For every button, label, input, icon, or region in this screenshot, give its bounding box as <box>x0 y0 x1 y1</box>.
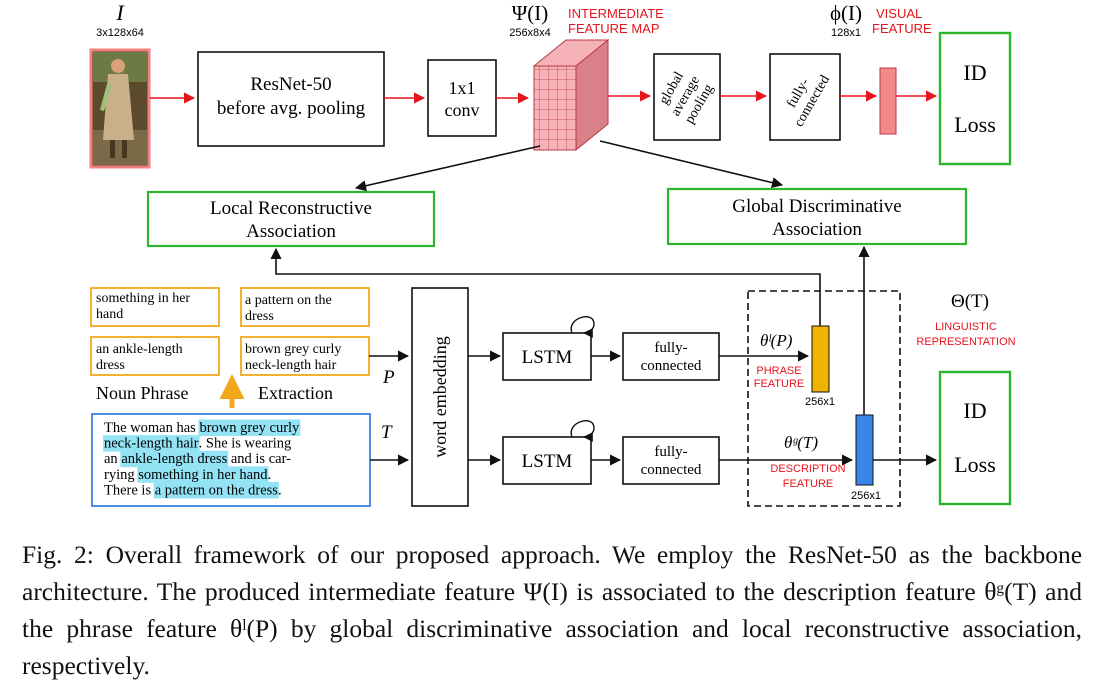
description-feature-dims: 256x1 <box>851 490 881 502</box>
phrase-highlight <box>120 450 229 468</box>
phrase-highlight <box>198 419 301 436</box>
svg-text:neck-length hair: neck-length hair <box>245 358 337 373</box>
lstm-description-label: LSTM <box>522 451 573 472</box>
linguistic-representation-box <box>747 290 901 507</box>
arrow-phrase-to-local <box>270 247 821 326</box>
psi-symbol: Ψ(I) <box>512 1 548 25</box>
psi-dims: 256x8x4 <box>509 27 551 39</box>
visual-label-line2: FEATURE <box>872 21 932 36</box>
description-segment: and is car- <box>227 451 291 467</box>
linguistic-label-line2: REPRESENTATION <box>916 336 1015 348</box>
arrow-featuremap-to-global <box>599 140 784 189</box>
id-loss-top-line2: Loss <box>954 112 996 137</box>
phrase-box: a pattern on the dress <box>240 287 370 327</box>
resnet-box <box>197 51 385 147</box>
fc-description-line1: fully- <box>654 444 687 460</box>
pedestrian-image <box>89 48 151 169</box>
framework-diagram: I 3x128x64 ResNet-50 before avg. pooling… <box>89 0 1016 507</box>
id-loss-bottom-box <box>938 370 1012 506</box>
phrase-box: brown grey curly neck-length hair <box>240 336 370 376</box>
id-loss-top-line1: ID <box>963 60 986 85</box>
svg-text:dress: dress <box>245 309 274 324</box>
description-segment: There is <box>104 482 155 498</box>
caption-label: Fig. 2: <box>22 540 94 569</box>
linguistic-label-line1: LINGUISTIC <box>935 321 997 333</box>
visual-feature-bar <box>879 67 897 135</box>
highlighted-phrase: a pattern on the dress <box>155 482 279 498</box>
highlighted-phrase: brown grey curly <box>199 420 300 436</box>
input-symbol: I <box>115 0 125 25</box>
svg-text:something in her: something in her <box>96 291 190 306</box>
conv-label-line1: 1x1 <box>449 78 476 98</box>
phi-symbol: ϕ(I) <box>830 1 862 25</box>
fc-description-line2: connected <box>641 462 702 478</box>
description-feature-bar <box>855 414 874 486</box>
intermediate-label-line2: FEATURE MAP <box>568 21 660 36</box>
highlighted-phrase: something in her hand <box>138 467 268 483</box>
word-embedding-box <box>411 287 469 507</box>
phrase-highlight <box>153 481 279 499</box>
intermediate-label-line1: INTERMEDIATE <box>568 6 664 21</box>
conv-box <box>427 59 497 137</box>
local-association-box <box>146 190 436 248</box>
global-association-line1: Global Discriminative <box>732 196 901 217</box>
phrase-box: something in her hand <box>90 287 220 327</box>
global-association-line2: Association <box>772 219 862 240</box>
phrase-box: an ankle-length dress <box>90 336 220 376</box>
phrase-highlight <box>103 435 200 452</box>
description-segment: The woman has <box>104 420 199 436</box>
description-feature-line2: FEATURE <box>783 478 834 490</box>
description-segment: an <box>104 451 121 467</box>
description-segment: . <box>268 467 272 483</box>
extraction-label: Extraction <box>258 383 333 403</box>
theta-g-symbol: θᵍ(T) <box>784 433 818 452</box>
local-association-line2: Association <box>246 221 336 242</box>
resnet-label-line2: before avg. pooling <box>217 98 366 119</box>
description-segment: . She is wearing <box>199 436 292 452</box>
fc-phrase-line2: connected <box>641 358 702 374</box>
local-association-line1: Local Reconstructive <box>210 198 372 219</box>
id-loss-top-box <box>938 31 1012 166</box>
intermediate-feature-map <box>532 38 610 152</box>
noun-phrase-label: Noun Phrase <box>96 383 189 403</box>
conv-label-line2: conv <box>445 100 480 120</box>
description-segment: . <box>278 482 282 498</box>
phi-dims: 128x1 <box>831 27 861 39</box>
highlighted-phrase: ankle-length dress <box>121 451 227 467</box>
svg-text:dress: dress <box>96 358 125 373</box>
visual-label-line1: VISUAL <box>876 6 922 21</box>
description-segment: rying <box>104 467 138 483</box>
fc-phrase-line1: fully- <box>654 340 687 356</box>
theta-l-symbol: θˡ(P) <box>760 331 793 350</box>
description-text: The woman has brown grey curlyneck-lengt… <box>103 419 301 499</box>
phrase-feature-bar <box>811 325 830 393</box>
t-label: T <box>381 422 393 443</box>
lstm-phrase-label: LSTM <box>522 347 573 368</box>
lstm-description-loop <box>570 420 595 442</box>
highlighted-phrase: neck-length hair <box>104 436 199 452</box>
phrase-feature-line2: FEATURE <box>754 378 805 390</box>
arrow-featuremap-to-local <box>354 145 541 192</box>
phrase-feature-line1: PHRASE <box>756 365 801 377</box>
global-association-box <box>666 187 968 246</box>
description-feature-line1: DESCRIPTION <box>770 463 845 475</box>
caption-text: Overall framework of our proposed approa… <box>22 540 1083 680</box>
svg-text:an ankle-length: an ankle-length <box>96 342 183 357</box>
resnet-label-line1: ResNet-50 <box>250 74 331 95</box>
input-dims: 3x128x64 <box>96 27 144 39</box>
theta-t-symbol: Θ(T) <box>951 291 989 312</box>
phrase-highlight <box>137 466 269 483</box>
svg-text:a pattern on the: a pattern on the <box>245 293 332 308</box>
svg-text:brown grey curly: brown grey curly <box>245 342 341 357</box>
lstm-phrase-loop <box>570 316 595 338</box>
figure-caption: Fig. 2: Overall framework of our propose… <box>22 536 1082 684</box>
fc-top-box <box>769 53 841 141</box>
phrase-feature-dims: 256x1 <box>805 396 835 408</box>
id-loss-bottom-line1: ID <box>963 398 986 423</box>
p-label: P <box>382 367 395 388</box>
id-loss-bottom-line2: Loss <box>954 452 996 477</box>
word-embedding-label: word embedding <box>430 336 450 457</box>
svg-text:hand: hand <box>96 307 123 322</box>
gap-box <box>653 53 721 141</box>
